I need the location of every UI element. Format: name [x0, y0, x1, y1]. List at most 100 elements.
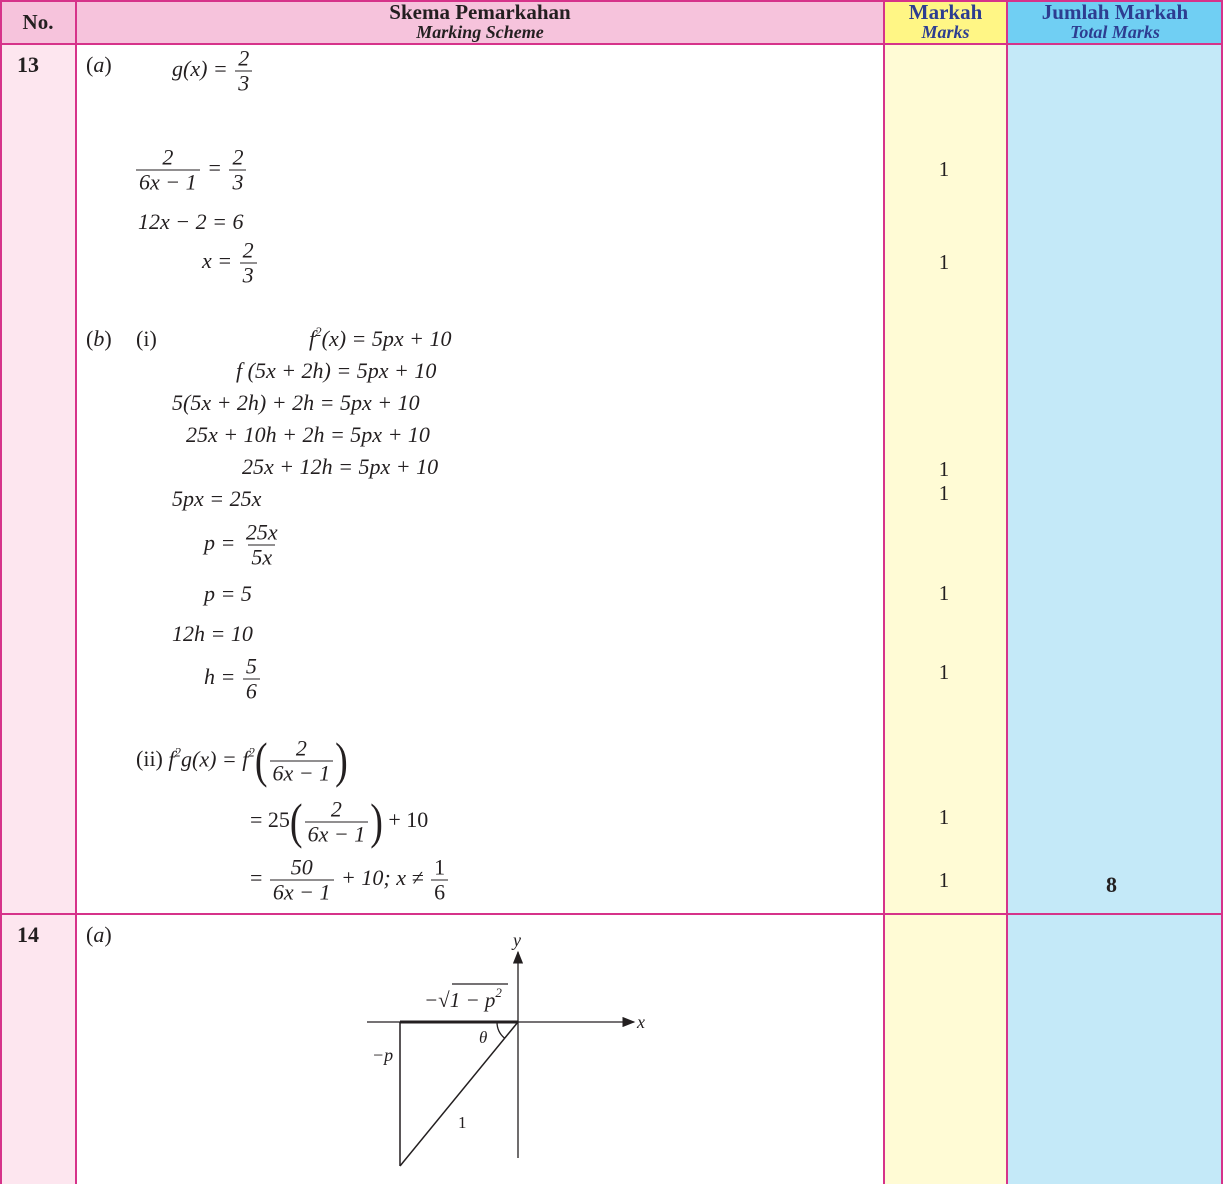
border-header-bottom: [0, 43, 1223, 45]
rest: (x) = 5px + 10: [321, 326, 452, 351]
q13-mark-1: 1: [938, 157, 950, 181]
f: f: [168, 746, 175, 772]
sup2: 2: [248, 744, 255, 760]
q13-a-label: (a): [86, 52, 112, 77]
q13-bi-line2: f (5x + 2h) = 5px + 10: [236, 358, 437, 383]
angle-label: θ: [479, 1028, 487, 1047]
q13-a-l1-lhs: g(x) =: [172, 56, 228, 82]
num: 1: [434, 854, 446, 880]
q13-bi-line5: 25x + 12h = 5px + 10: [242, 454, 439, 479]
num: 2: [162, 144, 174, 170]
f: f: [309, 326, 316, 351]
q13-number: 13: [17, 52, 39, 77]
border-left: [0, 0, 2, 1184]
num: 2: [330, 796, 342, 822]
header-total: Jumlah Markah Total Marks: [1007, 0, 1223, 44]
q13-mark-6: 1: [938, 660, 950, 684]
q14-a-letter: a: [93, 922, 105, 947]
q13-mark-2: 1: [938, 250, 950, 274]
border-row-divider: [0, 913, 1223, 915]
header-marks-ms: Markah: [908, 0, 983, 24]
header-scheme-en: Marking Scheme: [416, 22, 544, 42]
den: 6x − 1: [304, 821, 369, 847]
mid: + 10; x ≠: [341, 865, 424, 891]
q14-number: 14: [17, 922, 39, 947]
header-scheme-ms: Skema Pemarkahan: [389, 0, 571, 24]
q13-bi-line3: 5(5x + 2h) + 2h = 5px + 10: [172, 390, 420, 415]
den: 6: [242, 678, 260, 704]
marks-column: [884, 44, 1007, 1184]
q13-mark-7: 1: [938, 805, 950, 829]
border-right: [1221, 0, 1223, 1184]
header-marks: Markah Marks: [884, 0, 1007, 44]
den: 3: [235, 70, 253, 96]
top-label-sup: 2: [495, 985, 502, 1000]
q14-a-label: (a): [86, 922, 112, 947]
num: 50: [290, 854, 313, 880]
q13-mark-8: 1: [938, 868, 950, 892]
border-col-1: [75, 0, 77, 1184]
den: 3: [229, 169, 247, 195]
header-marks-en: Marks: [921, 22, 970, 42]
num: 2: [242, 237, 254, 263]
q13-bi-line6: 5px = 25x: [172, 486, 262, 511]
border-col-2: [883, 0, 885, 1184]
den: 6: [431, 879, 449, 905]
q13-a-line3: 12x − 2 = 6: [138, 209, 244, 234]
g: g(x) = f: [181, 746, 249, 772]
q13-bi-line1: f2(x) = 5px + 10: [309, 324, 452, 352]
q13-a-l4-lhs: x =: [202, 248, 233, 274]
q13-b-letter: b: [93, 326, 105, 351]
top-side-label: −√1 − p2: [424, 985, 502, 1012]
sup: 2: [315, 324, 322, 339]
num: 2: [295, 735, 307, 761]
triangle-hypotenuse: [399, 1021, 519, 1167]
header-total-en: Total Marks: [1070, 22, 1160, 42]
q13-bi-line4: 25x + 10h + 2h = 5px + 10: [186, 422, 430, 447]
header-total-ms: Jumlah Markah: [1041, 0, 1189, 24]
angle-arc: [496, 1021, 506, 1039]
q13-total: 8: [1106, 872, 1117, 897]
top-label-text: −√1 − p: [424, 988, 495, 1012]
header-scheme: Skema Pemarkahan Marking Scheme: [76, 0, 884, 44]
total-column: [1007, 44, 1223, 1184]
q13-b-label: (b): [86, 326, 112, 351]
q13-mark-4: 1: [938, 481, 950, 505]
header-no-label: No.: [22, 10, 54, 34]
pre: = 25: [250, 807, 290, 833]
q13-bi-line8: p = 5: [204, 581, 252, 606]
den: 5x: [248, 544, 276, 570]
num: 5: [245, 653, 257, 679]
border-col-3: [1006, 0, 1008, 1184]
den: 6x − 1: [269, 879, 334, 905]
y-axis-label: y: [511, 930, 521, 950]
sup: 2: [174, 744, 182, 760]
den: 6x − 1: [136, 169, 200, 195]
border-top: [0, 0, 1223, 2]
q13-mark-5: 1: [938, 581, 950, 605]
no-column: [0, 44, 76, 1184]
num: 2: [238, 45, 250, 71]
den: 3: [239, 262, 257, 288]
left-side-label: −p: [372, 1045, 393, 1065]
pre: =: [250, 865, 263, 891]
q13-a-l2-eq: =: [207, 155, 222, 181]
